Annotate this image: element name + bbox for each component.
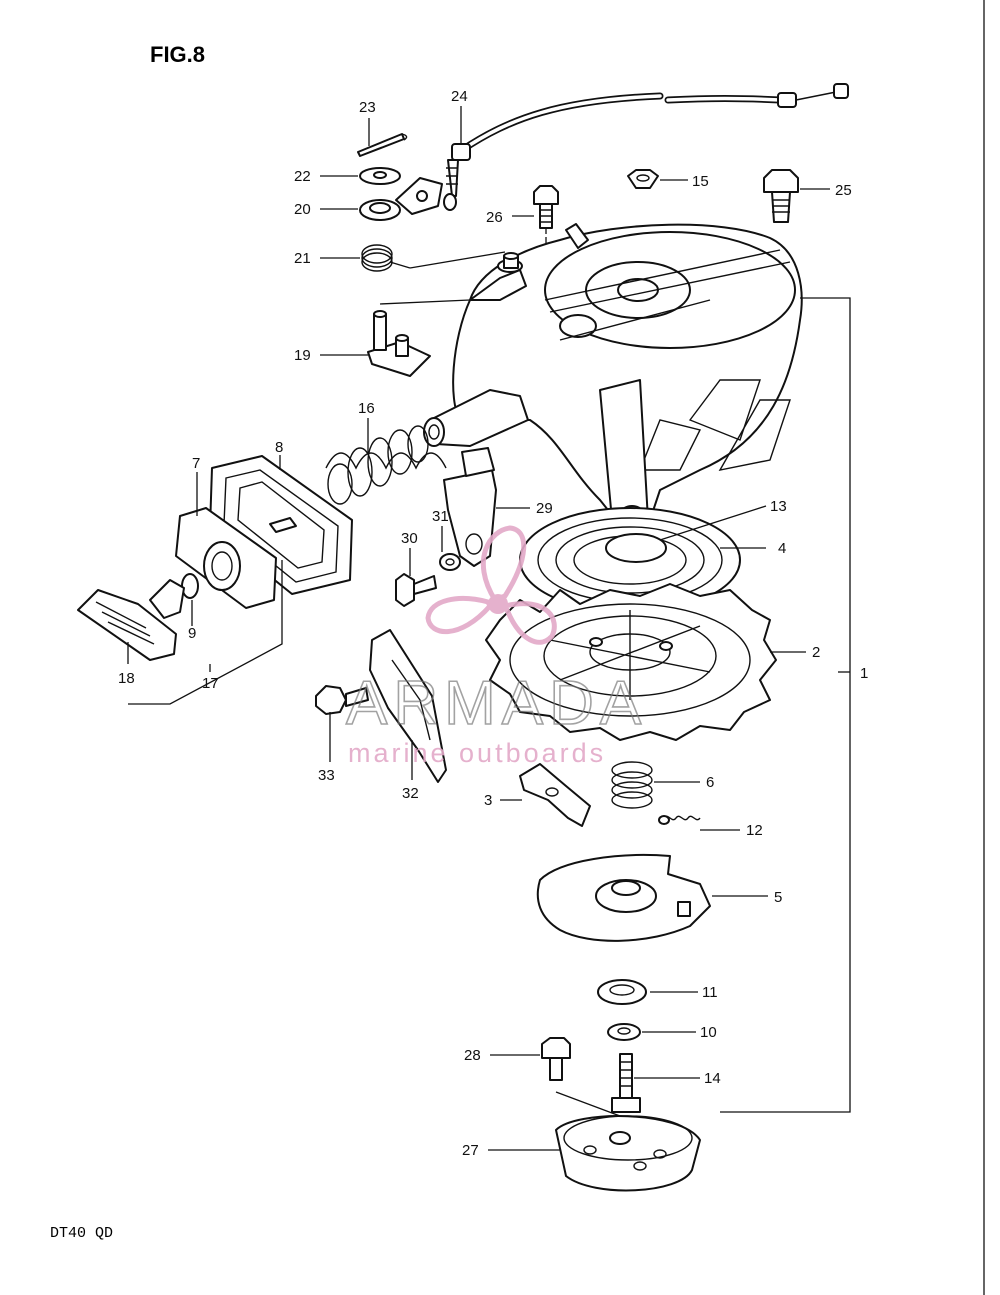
callout-32: 32: [402, 785, 419, 802]
part-12-return-spring: [658, 815, 701, 825]
part-2-reel: [485, 583, 777, 741]
watermark-tagline: marine outboards: [348, 738, 606, 768]
callout-14: 14: [704, 1070, 721, 1087]
callout-24: 24: [451, 88, 468, 105]
part-21-spring: [361, 244, 506, 272]
watermark-brand: ARMADA: [346, 669, 647, 738]
callout-6: 6: [706, 774, 714, 791]
part-33-bolt: [315, 685, 369, 715]
part-7-handle-plate: [175, 507, 277, 609]
part-15-nut: [627, 169, 659, 189]
part-22-washer: [359, 167, 401, 185]
callout-33: 33: [318, 767, 335, 784]
callout-27: 27: [462, 1142, 479, 1159]
callout-7: 7: [192, 455, 200, 472]
propeller-logo-icon: [425, 525, 557, 645]
callout-12: 12: [746, 822, 763, 839]
callout-19: 19: [294, 347, 311, 364]
callout-26: 26: [486, 209, 503, 226]
part-27-cup: [555, 1115, 701, 1192]
part-10-washer: [607, 1023, 641, 1041]
figure-title: FIG.8: [150, 42, 205, 67]
callout-15: 15: [692, 173, 709, 190]
callout-10: 10: [700, 1024, 717, 1041]
part-16-spring: [325, 425, 447, 505]
part-3-pawl: [519, 763, 591, 827]
callout-20: 20: [294, 201, 311, 218]
callout-3: 3: [484, 792, 492, 809]
leader-lines: [127, 106, 851, 1151]
callout-13: 13: [770, 498, 787, 515]
callout-5: 5: [774, 889, 782, 906]
callout-9: 9: [188, 625, 196, 642]
callout-25: 25: [835, 182, 852, 199]
part-6-spring: [611, 761, 653, 809]
callout-labels: 1 2 3 4 5 6 7 8 9 10 11 12 13 14 15 16 1…: [118, 88, 868, 1159]
part-25-bolt: [763, 169, 799, 223]
callout-28: 28: [464, 1047, 481, 1064]
callout-8: 8: [275, 439, 283, 456]
part-18-starter-handle: [77, 579, 185, 661]
part-29-lever: [443, 447, 497, 567]
callout-18: 18: [118, 670, 135, 687]
callout-31: 31: [432, 508, 449, 525]
callout-23: 23: [359, 99, 376, 116]
callout-2: 2: [812, 644, 820, 661]
model-code: DT40 QD: [50, 1225, 113, 1242]
part-24-choke-cable: [443, 83, 849, 211]
part-1-starter-case: [423, 223, 803, 533]
callout-21: 21: [294, 250, 311, 267]
part-23-cotter-pin: [357, 133, 408, 157]
part-30-bolt: [395, 573, 437, 607]
part-31-washer: [439, 553, 461, 571]
part-11-washer: [597, 979, 647, 1005]
callout-29: 29: [536, 500, 553, 517]
part-20-bushing: [359, 177, 443, 221]
part-28-bolt: [541, 1037, 621, 1117]
callout-1: 1: [860, 665, 868, 682]
part-14-center-bolt: [611, 1053, 641, 1113]
callout-30: 30: [401, 530, 418, 547]
callout-22: 22: [294, 168, 311, 185]
callout-17: 17: [202, 675, 219, 692]
part-9-ring: [181, 573, 199, 599]
callout-16: 16: [358, 400, 375, 417]
part-32-rope-guide: [369, 629, 447, 783]
callout-11: 11: [702, 984, 718, 1001]
callout-4: 4: [778, 540, 786, 557]
part-19-stopper: [367, 299, 471, 377]
watermark: ARMADA marine outboards: [345, 525, 647, 768]
part-5-drive-plate: [536, 854, 711, 942]
